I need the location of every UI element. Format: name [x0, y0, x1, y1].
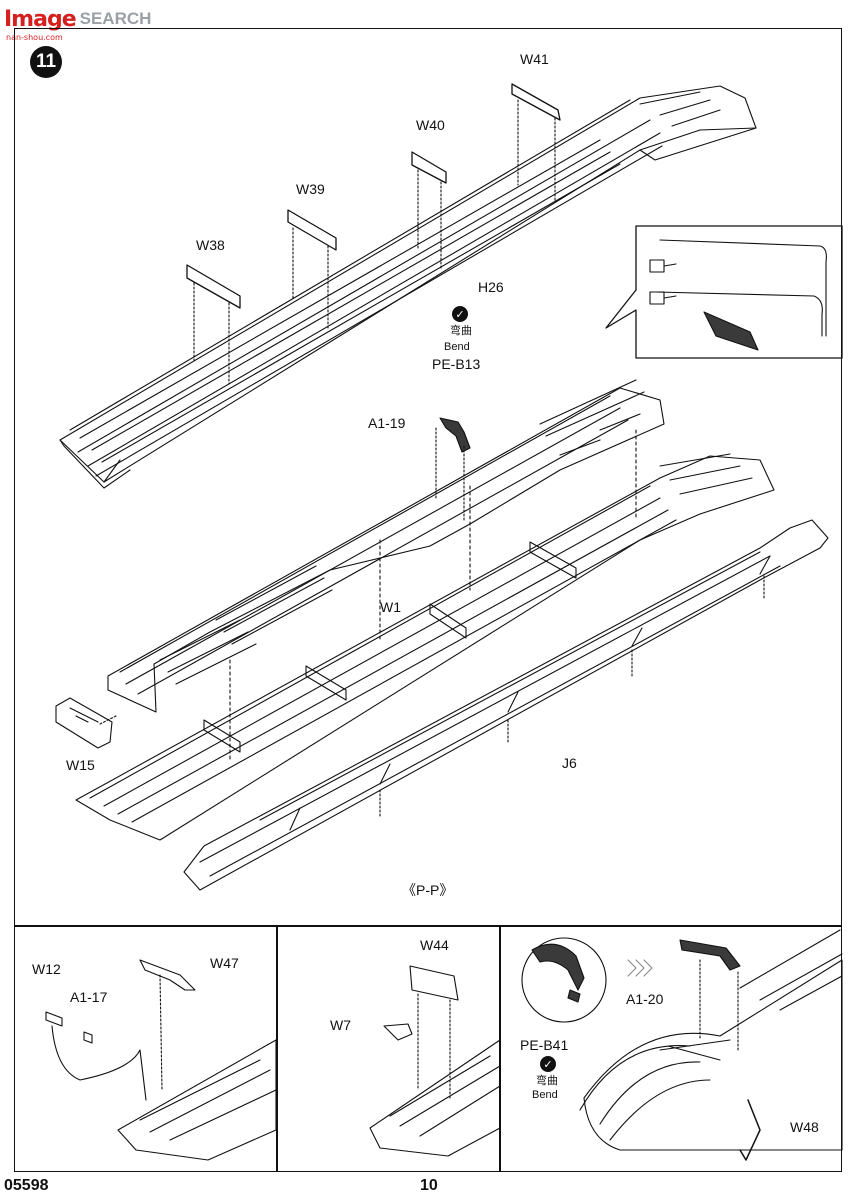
pe-b13-part	[439, 417, 471, 453]
bend-chinese-bottom: 弯曲	[536, 1075, 558, 1087]
w39-part	[287, 209, 337, 331]
watermark-text: SEARCH	[79, 9, 152, 28]
bend-english-bottom: Bend	[532, 1089, 558, 1101]
bend-english-top: Bend	[444, 341, 470, 353]
page-number: 10	[420, 1177, 438, 1194]
label-w7: W7	[330, 1017, 351, 1033]
inset-dark-part	[703, 311, 759, 351]
step-number-badge: 11	[30, 46, 62, 78]
w15-part	[55, 697, 113, 749]
watermark-url: nan-shou.com	[6, 33, 63, 42]
label-a1-17: A1-17	[70, 989, 108, 1005]
label-w38: W38	[196, 237, 225, 253]
w40-part	[411, 151, 447, 269]
w44-assembly	[369, 965, 501, 1157]
label-w12: W12	[32, 961, 61, 977]
w47-assembly	[45, 959, 277, 1161]
label-w44: W44	[420, 937, 449, 953]
section-label: 《P-P》	[402, 882, 454, 898]
w1-floor-panel	[107, 379, 665, 713]
bend-icon-bottom: ✓	[540, 1056, 556, 1072]
h26-floor-panel	[59, 85, 757, 489]
direction-arrows-icon	[627, 959, 653, 977]
watermark: Image SEARCH	[4, 6, 151, 32]
label-w1: W1	[380, 599, 401, 615]
label-w15: W15	[66, 757, 95, 773]
w38-part	[186, 264, 241, 385]
label-w41: W41	[520, 51, 549, 67]
label-a1-20: A1-20	[626, 991, 664, 1007]
inset-detail	[605, 225, 843, 359]
a1-20-assembly	[521, 929, 843, 1161]
label-a1-19: A1-19	[368, 415, 406, 431]
bend-icon-top: ✓	[452, 306, 468, 322]
label-w47: W47	[210, 955, 239, 971]
label-w48: W48	[790, 1119, 819, 1135]
footer-code: 05598	[4, 1177, 49, 1194]
label-pe-b41: PE-B41	[520, 1037, 569, 1053]
label-w40: W40	[416, 117, 445, 133]
w41-part	[511, 83, 561, 201]
watermark-logo: Image	[4, 6, 77, 32]
label-pe-b13: PE-B13	[432, 356, 481, 372]
lower-floor-panel	[75, 453, 775, 841]
label-h26: H26	[478, 279, 504, 295]
label-w39: W39	[296, 181, 325, 197]
bend-chinese-top: 弯曲	[450, 325, 472, 337]
main-step-frame	[14, 28, 842, 926]
label-j6: J6	[562, 755, 577, 771]
j6-hull	[183, 519, 829, 891]
